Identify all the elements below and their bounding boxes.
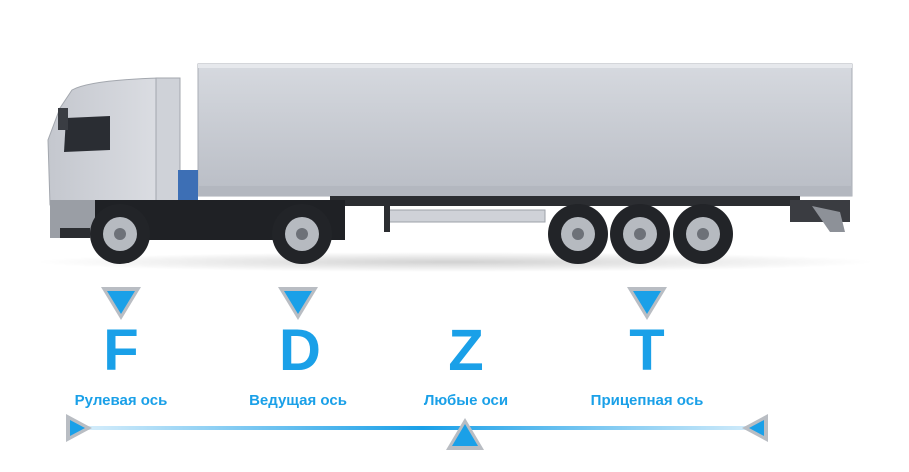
range-line [80,426,765,430]
axle-letter-f: F [103,318,139,383]
axle-label-steer: Рулевая ось [74,392,168,409]
cab-window [64,116,110,152]
cab-roof-spoiler [155,77,181,203]
truck-illustration [35,63,875,272]
ground-shadow [35,252,875,272]
axle-letter-z: Z [448,318,484,383]
axle-label-trailer: Прицепная ось [590,392,704,409]
wheel-trailer-2 [610,204,670,264]
axle-marker-t [627,287,667,320]
trailer-chassis [330,196,800,206]
axle-label-drive: Ведущая ось [249,392,347,409]
wheel-trailer-3 [673,204,733,264]
range-marker-center [446,418,484,450]
trailer-box [197,63,853,197]
wheel-trailer-1 [548,204,608,264]
axle-label-any: Любые оси [423,392,509,409]
axle-letter-t: T [629,318,665,383]
range-arrow-left [66,414,92,442]
axle-marker-d [278,287,318,320]
trailer-side-guard [384,209,546,223]
axle-letter-d: D [279,318,321,383]
wheel-front [90,204,150,264]
wheel-drive [272,204,332,264]
range-arrow-right [742,414,768,442]
axle-marker-f [101,287,141,320]
